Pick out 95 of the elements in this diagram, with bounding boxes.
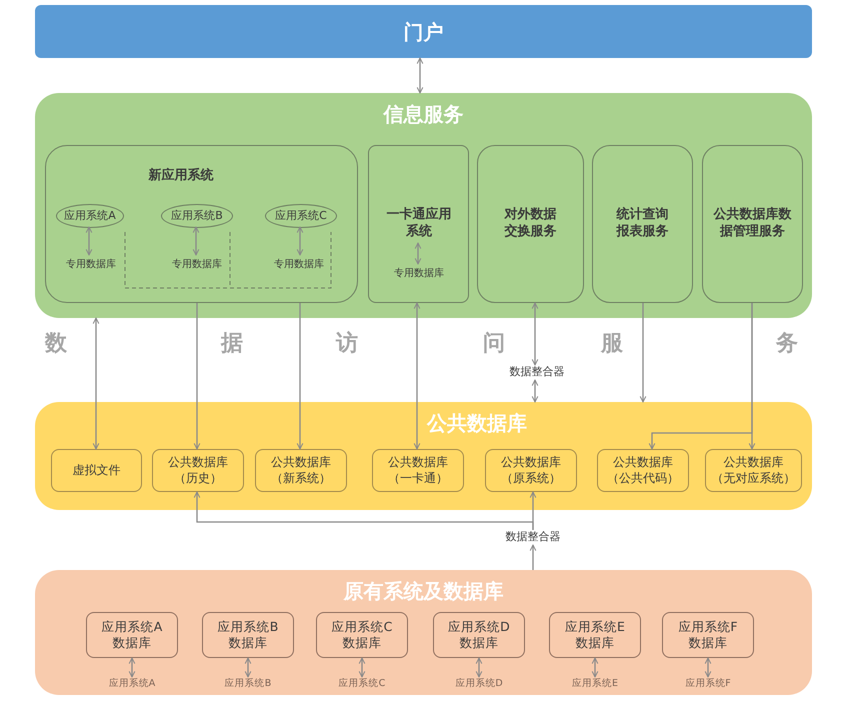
database-box [485,449,577,492]
database-label: 公共数据库 [271,454,331,470]
database-label: 公共数据库 [501,454,561,470]
node-label: 专用数据库 [394,266,444,280]
group-box [45,145,358,303]
database-box [51,449,142,492]
database-label: （无对应系统） [712,470,796,486]
system-label: 应用系统A [64,208,116,224]
system-label: 应用系统C [275,208,327,224]
node-label: 专用数据库 [274,258,324,270]
connector-arrow [194,303,200,450]
layer-title: 原有系统及数据库 [344,578,504,604]
layer-band [35,570,812,695]
connector-arrow [92,318,100,450]
service-label: 统计查询报表服务 [615,207,670,241]
database-label: 应用系统C数据库 [331,618,393,652]
layer-title: 公共数据库 [427,410,527,436]
service-box [702,145,803,303]
system-box [368,145,469,303]
section-letter: 数 [45,330,67,358]
node-label: 数据整合器 [506,530,560,545]
database-box [152,449,244,492]
connector-arrow [592,658,598,678]
database-label: 公共数据库 [388,454,448,470]
connector-arrow [476,658,482,678]
connector-arrow [296,303,304,450]
connector-arrow [414,242,422,264]
database-box [202,612,294,658]
connector-arrow [648,303,753,450]
section-letter: 据 [221,330,243,358]
layer-band [35,402,812,510]
system-ellipse [265,204,337,228]
database-label: 应用系统B数据库 [217,618,279,652]
node-label: 专用数据库 [172,258,222,270]
connector-arrow [296,226,304,256]
system-ellipse [161,204,233,228]
database-label: 公共数据库 [613,454,673,470]
connector-arrow [128,658,136,678]
database-box [549,612,641,658]
database-label: （一卡通） [388,470,448,486]
node-label: 应用系统E [572,678,618,690]
node-label: 应用系统A [108,678,156,690]
database-box [662,612,754,658]
database-label: 应用系统F数据库 [677,618,739,652]
system-label: 应用系统B [171,208,223,224]
database-label: 虚拟文件 [72,462,120,478]
system-ellipse [56,204,124,228]
node-label: 一卡通应用系统 [386,207,452,241]
database-label: 应用系统E数据库 [564,618,626,652]
section-letter: 访 [336,330,358,358]
database-box [86,612,178,658]
portal-bar [35,5,812,58]
node-label: 应用系统F [685,678,731,690]
service-label: 对外数据交换服务 [503,207,558,241]
section-letter: 务 [776,330,798,358]
connector-arrow [530,544,536,570]
node-label: 数据整合器 [510,365,564,380]
node-label: 应用系统D [455,678,503,690]
database-label: 公共数据库 [168,454,228,470]
section-letter: 问 [483,330,505,358]
connector-arrow [192,226,200,256]
database-label: （公共代码） [607,470,679,486]
node-label: 应用系统B [224,678,272,690]
group-heading: 新应用系统 [148,168,214,185]
connector-arrow [532,302,538,366]
layer-title: 信息服务 [384,101,464,127]
database-box [316,612,408,658]
node-label: 专用数据库 [66,258,116,270]
database-label: 应用系统A数据库 [101,618,163,652]
bar-title: 门户 [404,18,444,44]
service-box [477,145,584,303]
connector-arrow [86,226,92,256]
connector-arrow [358,658,366,678]
database-label: （原系统） [501,470,561,486]
layer-band [35,93,812,318]
database-label: 应用系统D数据库 [448,618,510,652]
database-box [255,449,347,492]
section-letter: 服 [601,330,623,358]
database-label: （新系统） [271,470,331,486]
connector-arrow [244,658,252,678]
node-label: 应用系统C [338,678,386,690]
database-box [597,449,689,492]
database-label: 公共数据库 [724,454,784,470]
connector-arrow [414,302,420,450]
connector-arrow [194,492,534,530]
database-box [705,449,802,492]
connector-arrow [532,380,538,402]
connector-arrow [640,303,646,402]
database-box [372,449,464,492]
service-label: 公共数据库数据管理服务 [712,207,792,241]
connector-arrow [704,658,712,678]
connector-arrow [416,58,424,94]
service-box [592,145,693,303]
database-label: （历史） [174,470,222,486]
database-box [433,612,525,658]
